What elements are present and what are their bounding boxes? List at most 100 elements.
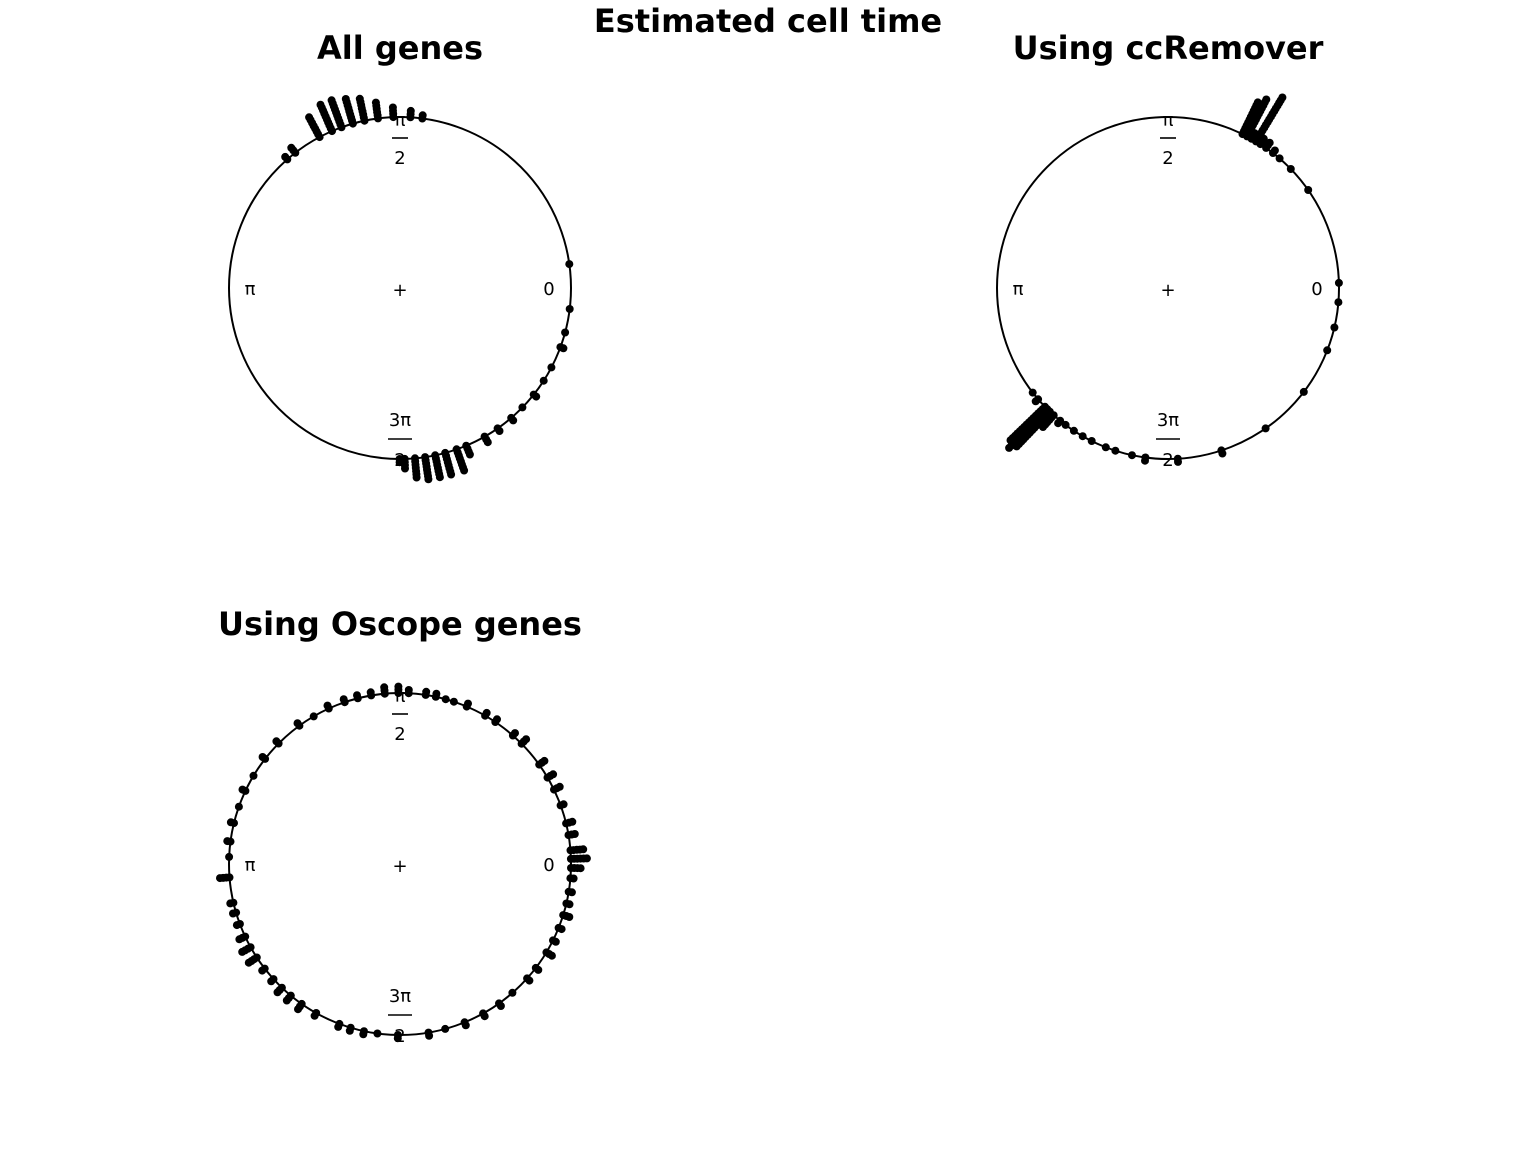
cell-point <box>568 817 577 826</box>
cell-point <box>1028 388 1037 397</box>
cell-point <box>518 403 527 412</box>
panel-all-genes: All genes 0 π 2 π 3π 2 + <box>228 29 574 484</box>
cell-point <box>282 996 291 1005</box>
cell-point <box>1141 456 1149 465</box>
cell-point <box>309 712 318 721</box>
panel-using-oscope-genes: Using Oscope genes 0 π 2 π 3π 2 + <box>216 605 591 1047</box>
cell-point <box>525 976 534 985</box>
cell-point <box>555 782 564 791</box>
angle-label-three-half-pi-den: 2 <box>394 1026 405 1047</box>
cell-point <box>412 473 421 482</box>
cell-point <box>223 837 232 846</box>
cell-point <box>547 951 556 960</box>
cell-point <box>495 427 504 435</box>
cell-point <box>1304 186 1313 194</box>
panel-title: Using ccRemover <box>1013 29 1324 67</box>
center-marker: + <box>392 856 407 877</box>
cell-point <box>249 771 258 780</box>
cell-point <box>569 874 578 883</box>
cell-point <box>1101 443 1110 452</box>
cell-point <box>395 458 404 467</box>
angle-labels: 0 π 2 π 3π 2 + <box>245 686 555 1047</box>
cell-point <box>482 708 491 717</box>
cell-point <box>559 800 568 809</box>
cell-point <box>1006 436 1015 445</box>
cell-point <box>565 260 574 269</box>
cell-point <box>272 737 281 746</box>
cell-point <box>1330 323 1339 332</box>
angle-label-three-half-pi-den: 2 <box>1162 450 1173 471</box>
cell-point <box>1334 298 1343 307</box>
cell-point <box>327 96 336 105</box>
cell-point <box>1078 432 1087 441</box>
cell-point <box>540 756 549 765</box>
cell-point <box>238 785 247 794</box>
figure-suptitle: Estimated cell time <box>594 2 942 40</box>
cell-point <box>404 686 413 694</box>
cell-point <box>534 965 543 974</box>
cell-point <box>323 701 332 710</box>
cell-point <box>565 900 574 909</box>
cell-point <box>388 103 397 112</box>
angle-label-half-pi-den: 2 <box>394 148 405 169</box>
cell-point <box>334 1022 343 1031</box>
cell-point <box>373 1029 382 1038</box>
angle-label-half-pi-num: π <box>395 110 406 131</box>
panel-title: All genes <box>317 29 483 67</box>
cell-point <box>393 1034 402 1043</box>
cell-point <box>258 966 267 975</box>
cell-point <box>234 802 243 811</box>
cell-point <box>1286 165 1295 173</box>
dot-layer <box>1005 93 1343 466</box>
cell-point <box>1218 449 1227 458</box>
unit-circle <box>996 116 1340 460</box>
cell-point <box>1253 98 1262 107</box>
cell-point <box>461 1021 470 1030</box>
cell-point <box>460 466 469 475</box>
cell-point <box>480 1012 489 1021</box>
cell-point <box>366 688 375 697</box>
cell-point <box>1061 420 1070 429</box>
cell-point <box>565 913 574 921</box>
cell-point <box>565 305 574 313</box>
cell-point <box>226 818 235 827</box>
angle-label-three-half-pi-num: 3π <box>1157 410 1179 431</box>
cell-point <box>293 719 302 728</box>
cell-point <box>1111 446 1120 455</box>
dot-layer <box>216 682 591 1043</box>
angle-labels: 0 π 2 π 3π 2 + <box>245 110 555 471</box>
cell-point <box>235 935 244 944</box>
cell-point <box>1299 387 1308 396</box>
angle-label-zero: 0 <box>543 855 554 876</box>
angle-labels: 0 π 2 π 3π 2 + <box>1013 110 1323 471</box>
cell-point <box>1261 424 1270 433</box>
cell-point <box>447 470 456 479</box>
cell-point <box>339 695 348 704</box>
cell-point <box>567 888 576 897</box>
cell-point <box>244 958 253 967</box>
cell-point <box>226 899 235 908</box>
cell-point <box>401 464 409 473</box>
cell-point <box>582 854 591 863</box>
cell-point <box>522 735 531 744</box>
cell-point <box>418 111 427 120</box>
angle-label-half-pi-num: π <box>1163 110 1174 131</box>
cell-point <box>441 1024 450 1033</box>
cell-point <box>1128 451 1136 460</box>
cell-point <box>425 1031 434 1040</box>
cell-point <box>225 852 234 861</box>
cell-point <box>355 94 364 103</box>
cell-point <box>547 363 556 372</box>
cell-point <box>394 682 403 691</box>
cell-point <box>273 988 282 997</box>
cell-point <box>1087 437 1096 445</box>
cell-point <box>483 438 492 447</box>
cell-point <box>353 691 361 700</box>
angle-label-half-pi-den: 2 <box>394 724 405 745</box>
cell-point <box>258 753 267 761</box>
angle-label-half-pi-num: π <box>395 686 406 707</box>
angle-label-pi: π <box>1013 279 1024 300</box>
cell-point <box>435 473 444 482</box>
cell-point <box>493 715 501 724</box>
cell-point <box>294 1005 302 1014</box>
